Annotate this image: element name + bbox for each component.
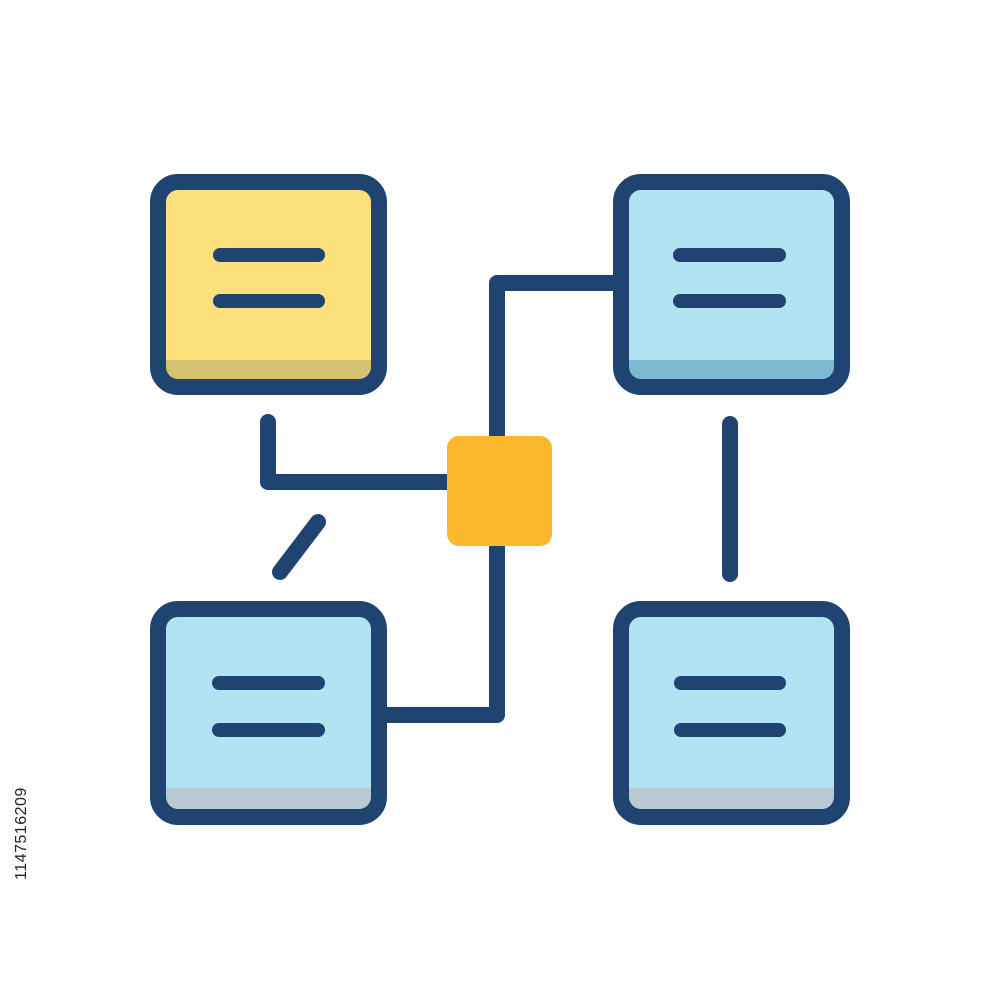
connector-top-left-to-hub <box>260 414 456 490</box>
stock-image-id: 1147516209 <box>13 787 30 880</box>
hub-node <box>447 436 552 546</box>
text-lines-icon <box>673 248 786 308</box>
connector-top-right-to-hub <box>489 275 622 445</box>
node-top-right-document <box>613 174 850 395</box>
node-bottom-left-document <box>150 601 387 825</box>
connector-hub-to-bottom-left <box>378 537 505 723</box>
node-bottom-right-document <box>613 601 850 825</box>
text-lines-icon <box>674 676 786 737</box>
node-top-left-document <box>150 174 387 395</box>
text-lines-icon <box>212 676 325 737</box>
connector-dash-segment <box>272 514 326 580</box>
text-lines-icon <box>213 248 325 308</box>
